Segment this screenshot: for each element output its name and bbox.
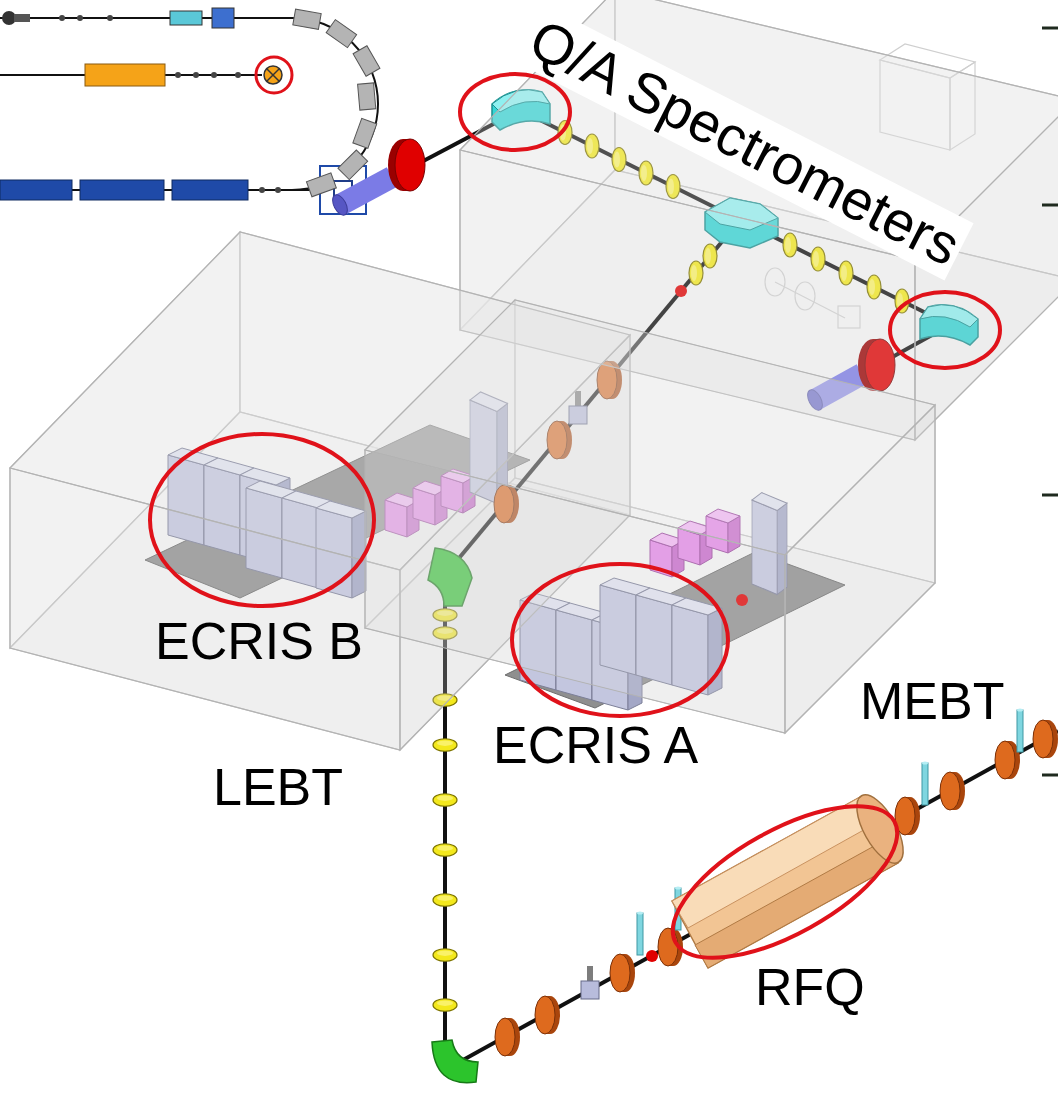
- enclosure-back: [10, 0, 1058, 750]
- inset-magnet: [358, 83, 376, 110]
- component-label: ECRIS B: [155, 612, 363, 672]
- inset-linac: [172, 180, 248, 200]
- inset-arc: [292, 18, 378, 190]
- ion-source-end: [330, 192, 351, 217]
- marker-dot: [646, 950, 658, 962]
- inset-beamline: [0, 17, 292, 19]
- component-label: RFQ: [755, 958, 865, 1018]
- component-label: Q/A Spectrometers: [516, 5, 974, 281]
- enclosure-front: [10, 0, 1058, 750]
- highlight-circle: [256, 57, 292, 93]
- solenoid: [433, 794, 457, 807]
- diagnostic-post: [1017, 709, 1023, 753]
- inset-element: [107, 15, 113, 21]
- quadrupole: [995, 741, 1020, 779]
- highlight-circle: [650, 776, 919, 988]
- quadrupole: [610, 954, 635, 992]
- source-solenoid: [388, 139, 425, 191]
- quadrupole: [940, 772, 965, 810]
- inset-magnet: [353, 46, 380, 77]
- inset-source-symbol: [264, 66, 282, 84]
- quadrupole: [1033, 720, 1058, 758]
- inset-linac: [85, 64, 165, 86]
- inset-linac: [80, 180, 164, 200]
- component-label: ECRIS A: [493, 716, 698, 776]
- inset-source-symbol: [267, 69, 279, 81]
- solenoid: [433, 999, 457, 1012]
- inset-element: [235, 72, 241, 78]
- beam-pipe: [445, 731, 1058, 1070]
- steerer: [581, 966, 599, 999]
- inset-element: [59, 15, 65, 21]
- bullet-dash: [1042, 204, 1058, 207]
- highlight-circle: [460, 74, 570, 150]
- inset-arc-magnets: [293, 9, 380, 197]
- inset-magnet: [306, 173, 336, 197]
- inset-element: [275, 187, 281, 193]
- diagnostic-post: [637, 912, 643, 956]
- inset-element: [175, 72, 181, 78]
- inset-magnet: [293, 9, 321, 29]
- inset-linac: [170, 11, 202, 25]
- ion-source-body: [340, 177, 392, 205]
- inset-source: [2, 11, 16, 25]
- inset-magnet: [338, 150, 368, 180]
- solenoid: [433, 894, 457, 907]
- diagnostic-post: [922, 762, 928, 806]
- inset-source-symbol: [267, 69, 279, 81]
- bullet-dashes: [1042, 28, 1058, 775]
- inset-magnet: [353, 118, 377, 148]
- component-label: MEBT: [860, 672, 1004, 732]
- bullet-dash: [1042, 27, 1058, 30]
- bullet-dash: [1042, 494, 1058, 497]
- highlight-circle: [890, 292, 1000, 368]
- solenoid: [433, 949, 457, 962]
- quadrupole: [535, 996, 560, 1034]
- inset-element: [193, 72, 199, 78]
- inset-element: [211, 72, 217, 78]
- inset-linac: [0, 180, 72, 200]
- enclosure-face: [10, 468, 400, 750]
- bullet-dash: [1042, 774, 1058, 777]
- bending-magnet: [432, 1040, 478, 1083]
- inset-magnet: [326, 20, 356, 48]
- solenoid: [433, 844, 457, 857]
- component-label: LEBT: [213, 758, 343, 818]
- solenoid: [433, 739, 457, 752]
- quadrupole: [495, 1018, 520, 1056]
- overview-inset: [0, 8, 380, 214]
- inset-source: [14, 14, 30, 22]
- highlight-circle: [512, 564, 728, 716]
- highlight-circle: [150, 434, 374, 606]
- inset-element: [259, 187, 265, 193]
- inset-element: [77, 15, 83, 21]
- enclosure-face: [365, 450, 785, 733]
- inset-linac: [212, 8, 234, 28]
